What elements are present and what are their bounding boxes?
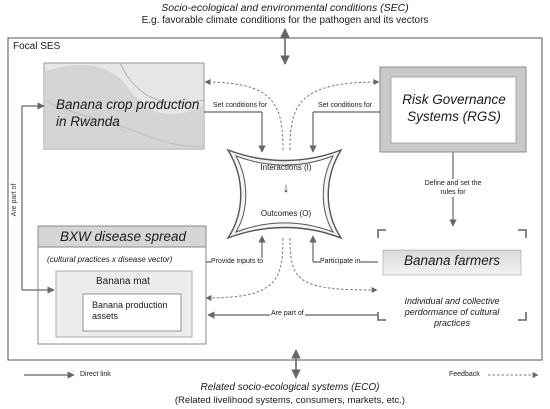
crop-title: Banana crop production in Rwanda — [56, 97, 200, 129]
focal-ses-frame — [7, 37, 543, 361]
focal-ses-label: Focal SES — [13, 41, 61, 52]
legend-feedback-label: Feedback — [449, 371, 480, 378]
farmers-title: Banana farmers — [403, 253, 501, 268]
rgs-box — [379, 66, 527, 153]
edge-label-participate-in: Participate in — [320, 258, 361, 265]
edge-label-define-rules: Define and set the rules for — [418, 179, 488, 197]
eco-subtitle: (Related livelihood systems, consumers, … — [174, 395, 406, 406]
legend-direct-label: Direct link — [80, 371, 111, 378]
bxw-box — [37, 225, 207, 345]
outcomes-label: Outcomes (O) — [260, 209, 312, 218]
feedback-center-to-rgs — [289, 79, 380, 151]
crop-box — [43, 62, 205, 150]
rgs-title: Risk Governance Systems (RGS) — [402, 92, 506, 124]
down-arrow-icon: ↓ — [282, 180, 290, 195]
edge-label-provide-inputs: Provide inputs to — [211, 258, 264, 265]
farmers-box — [377, 229, 527, 321]
feedback-links — [204, 79, 380, 301]
banana-assets-label: Banana production assets — [92, 300, 168, 321]
bxw-title: BXW disease spread — [60, 229, 187, 244]
interactions-label: Interactions (I) — [260, 163, 312, 172]
sec-subtitle: E.g. favorable climate conditions for th… — [141, 15, 429, 26]
sec-title: Socio-ecological and environmental condi… — [161, 2, 409, 14]
edge-label-set-conditions-left: Set conditions for — [213, 102, 268, 109]
feedback-center-to-crop — [204, 79, 284, 151]
edge-label-are-part-of-bottom: Are part of — [270, 310, 305, 317]
feedback-center-to-bxw — [205, 237, 284, 301]
farmers-description: Individual and collective perdormance of… — [404, 296, 500, 328]
edge-label-are-part-of-left: Are part of — [11, 184, 18, 217]
feedback-center-to-farmers — [289, 237, 378, 293]
eco-title: Related socio-ecological systems (ECO) — [200, 382, 380, 393]
interactions-outcomes-shape — [226, 148, 343, 240]
banana-mat-label: Banana mat — [96, 276, 150, 287]
bxw-subtitle: (cultural practices x disease vector) — [47, 255, 173, 264]
edge-label-set-conditions-right: Set conditions for — [318, 102, 373, 109]
